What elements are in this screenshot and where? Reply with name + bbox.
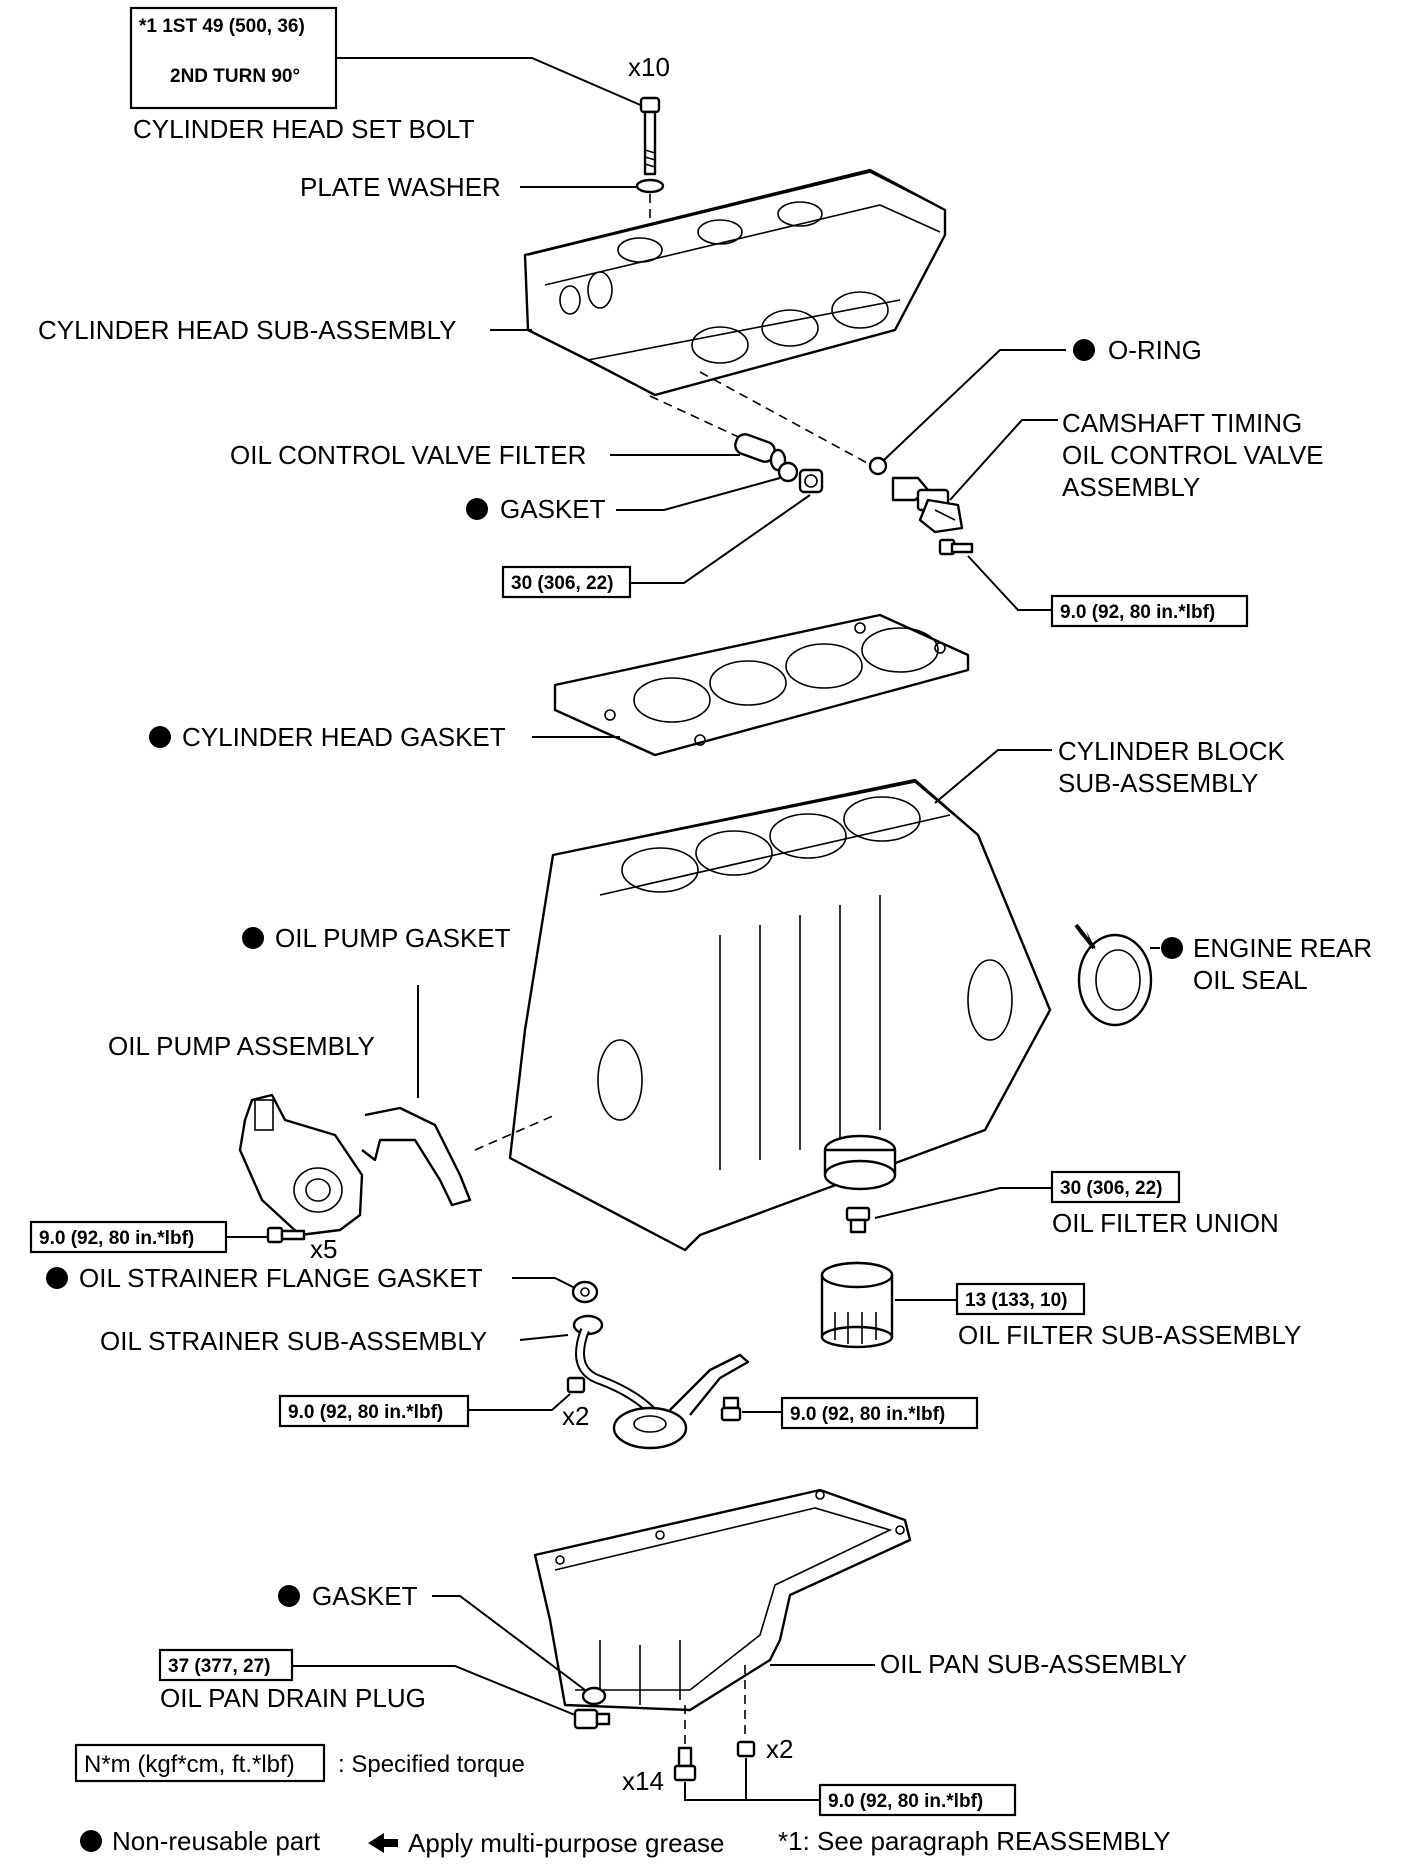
oil-control-valve-filter (734, 433, 787, 472)
camshaft-timing-ocv-label: CAMSHAFT TIMING OIL CONTROL VALVE ASSEMB… (1062, 408, 1324, 502)
strainer-bolt (720, 1396, 742, 1422)
svg-text:OIL SEAL: OIL SEAL (1193, 965, 1308, 995)
oil-pan-sub-assembly-label: OIL PAN SUB-ASSEMBLY (880, 1649, 1187, 1679)
svg-text:N*m (kgf*cm, ft.*lbf): N*m (kgf*cm, ft.*lbf) (84, 1751, 295, 1778)
svg-text:OIL CONTROL VALVE: OIL CONTROL VALVE (1062, 440, 1324, 470)
svg-text:ASSEMBLY: ASSEMBLY (1062, 472, 1200, 502)
plate-washer (635, 178, 665, 194)
ocv-filter-torque-box: 30 (306, 22) (501, 565, 632, 599)
non-reusable-legend-dot (80, 1830, 102, 1852)
cylinder-head-set-bolt (639, 96, 661, 176)
bolt-count-label: x10 (628, 52, 670, 82)
non-reusable-marker-o-ring (1073, 339, 1095, 361)
strainer-nuts-torque-box: 9.0 (92, 80 in.*lbf) (278, 1394, 470, 1428)
cylinder-head-sub-assembly (523, 168, 947, 397)
non-reusable-marker-cylinder-head-gasket (149, 726, 171, 748)
oil-pump-assembly-label: OIL PUMP ASSEMBLY (108, 1031, 375, 1061)
drain-plug-gasket (581, 1686, 607, 1706)
oil-strainer-flange-gasket-label: OIL STRAINER FLANGE GASKET (79, 1263, 483, 1293)
engine-rear-oil-seal-label: ENGINE REAR OIL SEAL (1193, 933, 1372, 995)
head-bolt-torque-box: *1 1ST 49 (500, 36) 2ND TURN 90° (129, 6, 338, 110)
non-reusable-marker-strainer-gasket (46, 1267, 68, 1289)
oil-pan-drain-plug (573, 1708, 611, 1730)
cylinder-block-label: CYLINDER BLOCK SUB-ASSEMBLY (1058, 736, 1285, 798)
oil-pan-sub-assembly (533, 1488, 912, 1712)
svg-text:9.0 (92, 80 in.*lbf): 9.0 (92, 80 in.*lbf) (288, 1402, 443, 1423)
o-ring (868, 456, 888, 476)
oil-pan-torque-box: 9.0 (92, 80 in.*lbf) (818, 1783, 1017, 1817)
oil-pan-nut (736, 1740, 756, 1758)
engine-rear-oil-seal (1077, 933, 1153, 1027)
cylinder-head-gasket-label: CYLINDER HEAD GASKET (182, 722, 506, 752)
svg-text:CYLINDER BLOCK: CYLINDER BLOCK (1058, 736, 1285, 766)
oil-filter-union-torque-box: 30 (306, 22) (1050, 1170, 1181, 1204)
oil-strainer-flange-gasket (571, 1280, 599, 1304)
oil-pump-assembly (238, 1093, 364, 1237)
oil-strainer-sub-assembly-label: OIL STRAINER SUB-ASSEMBLY (100, 1326, 487, 1356)
svg-text:13 (133, 10): 13 (133, 10) (965, 1290, 1067, 1311)
oil-control-valve-filter-label: OIL CONTROL VALVE FILTER (230, 440, 586, 470)
strainer-bolt-torque-box: 9.0 (92, 80 in.*lbf) (780, 1396, 979, 1430)
non-reusable-marker-gasket-lower (278, 1585, 300, 1607)
svg-text:9.0 (92, 80 in.*lbf): 9.0 (92, 80 in.*lbf) (828, 1791, 983, 1812)
oil-pump-gasket (361, 1106, 472, 1207)
svg-text:CAMSHAFT TIMING: CAMSHAFT TIMING (1062, 408, 1302, 438)
cylinder-block-sub-assembly (508, 778, 1052, 1252)
svg-text:9.0 (92, 80 in.*lbf): 9.0 (92, 80 in.*lbf) (1060, 602, 1215, 623)
cylinder-head-gasket (553, 613, 970, 757)
svg-text:SUB-ASSEMBLY: SUB-ASSEMBLY (1058, 768, 1258, 798)
oil-filter-sub-assembly-label: OIL FILTER SUB-ASSEMBLY (958, 1320, 1301, 1350)
svg-text:9.0 (92, 80 in.*lbf): 9.0 (92, 80 in.*lbf) (790, 1404, 945, 1425)
oil-strainer-sub-assembly (572, 1314, 750, 1450)
non-reusable-legend-label: Non-reusable part (112, 1826, 321, 1856)
svg-text:37 (377, 27): 37 (377, 27) (168, 1656, 270, 1677)
gasket-lower-label: GASKET (312, 1581, 418, 1611)
reassembly-note-label: *1: See paragraph REASSEMBLY (778, 1826, 1171, 1856)
non-reusable-marker-rear-oil-seal (1161, 937, 1183, 959)
svg-text:*1 1ST 49 (500, 36): *1 1ST 49 (500, 36) (139, 16, 305, 37)
oil-pump-torque-box: 9.0 (92, 80 in.*lbf) (29, 1220, 228, 1254)
pan-bolt-count-label: x14 (622, 1766, 664, 1796)
strainer-nut (566, 1376, 586, 1394)
svg-text:: Specified torque: : Specified torque (338, 1751, 525, 1778)
o-ring-label: O-RING (1108, 335, 1202, 365)
non-reusable-marker-oil-pump-gasket (242, 927, 264, 949)
gasket-upper-label: GASKET (500, 494, 606, 524)
oil-pan-drain-plug-label: OIL PAN DRAIN PLUG (160, 1683, 426, 1713)
grease-legend-label: Apply multi-purpose grease (408, 1828, 725, 1858)
oil-filter-union (845, 1206, 871, 1234)
svg-text:30 (306, 22): 30 (306, 22) (1060, 1178, 1162, 1199)
oil-filter-sub-assembly (820, 1261, 894, 1349)
svg-text:30 (306, 22): 30 (306, 22) (511, 573, 613, 594)
pan-nut-count-label: x2 (766, 1734, 793, 1764)
grease-legend-arrow-icon (368, 1833, 398, 1853)
camshaft-timing-oil-control-valve (891, 476, 964, 534)
torque-legend: N*m (kgf*cm, ft.*lbf) : Specified torque (74, 1743, 525, 1783)
svg-text:ENGINE REAR: ENGINE REAR (1193, 933, 1372, 963)
oil-pump-gasket-label: OIL PUMP GASKET (275, 923, 511, 953)
svg-text:2ND TURN 90°: 2ND TURN 90° (170, 66, 300, 87)
cylinder-head-set-bolt-label: CYLINDER HEAD SET BOLT (133, 114, 475, 144)
svg-text:9.0 (92, 80 in.*lbf): 9.0 (92, 80 in.*lbf) (39, 1228, 194, 1249)
oil-filter-union-label: OIL FILTER UNION (1052, 1208, 1279, 1238)
drain-plug-torque-box: 37 (377, 27) (158, 1648, 294, 1682)
ocv-bolt (938, 538, 974, 556)
strainer-nut-count-label: x2 (562, 1401, 589, 1431)
cylinder-head-sub-assembly-label: CYLINDER HEAD SUB-ASSEMBLY (38, 315, 457, 345)
pump-bolt-count-label: x5 (310, 1234, 337, 1264)
oil-pan-bolt (673, 1746, 697, 1782)
non-reusable-marker-gasket-upper (466, 498, 488, 520)
ocv-filter-plug (798, 468, 824, 494)
oil-pump-bolt (266, 1226, 306, 1244)
oil-filter-torque-box: 13 (133, 10) (955, 1282, 1086, 1316)
ocv-filter-gasket (777, 461, 799, 483)
plate-washer-label: PLATE WASHER (300, 172, 501, 202)
ocv-bolt-torque-box: 9.0 (92, 80 in.*lbf) (1050, 594, 1249, 628)
